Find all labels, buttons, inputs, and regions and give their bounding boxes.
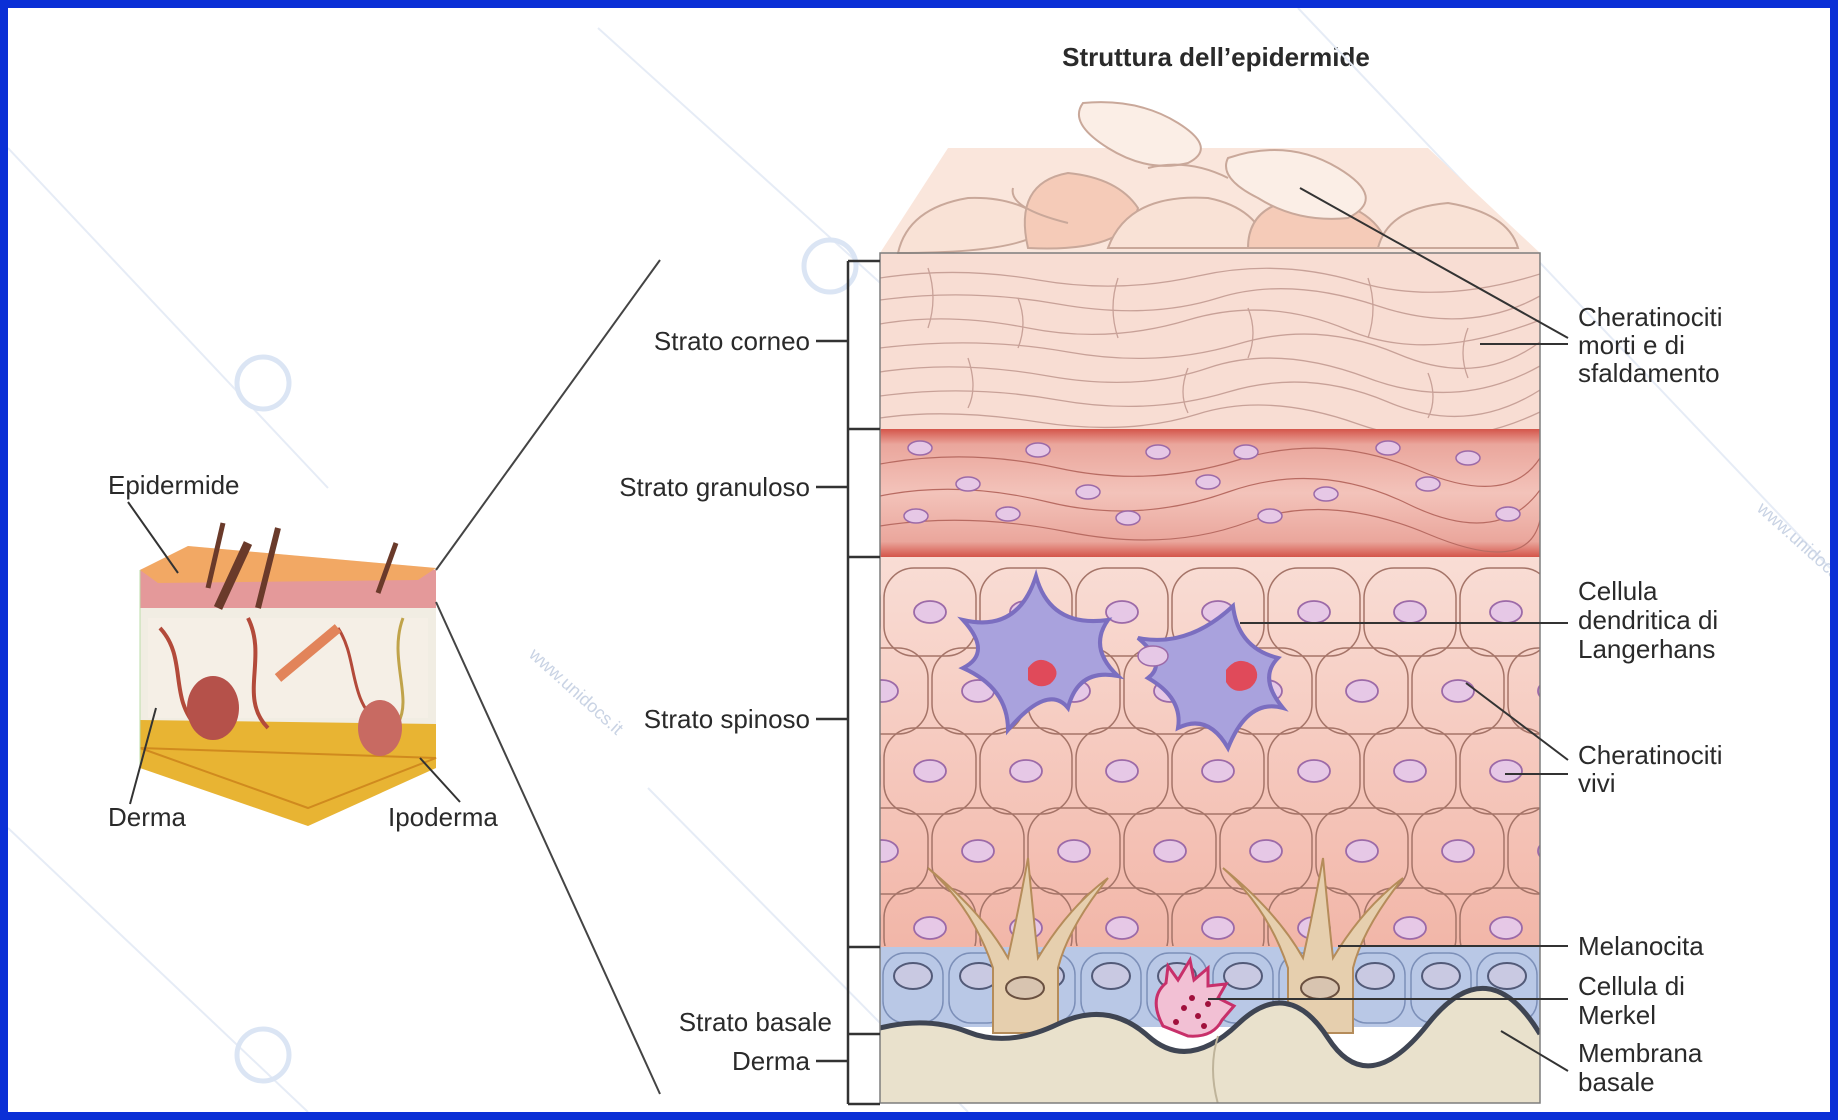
watermark-text: www.unidocs.it: [525, 643, 628, 738]
layer-corneo: [880, 253, 1540, 429]
callout-langerhans: Cellula dendritica di Langerhans: [1578, 576, 1725, 664]
callout-membrana-basale: Membrana basale: [1578, 1038, 1710, 1097]
leader-epidermide: [128, 502, 178, 573]
epidermis-column: [788, 253, 1600, 1108]
label-strato-granuloso: Strato granuloso: [619, 472, 810, 502]
watermark-text-2: www.unidocs.it: [1753, 497, 1830, 592]
callout-melanocita: Melanocita: [1578, 931, 1704, 961]
callout-cheratinociti-morti: Cheratinociti morti e di sfaldamento: [1578, 302, 1730, 388]
layer-granuloso: [880, 429, 1540, 557]
label-ipoderma: Ipoderma: [388, 802, 498, 832]
callout-merkel: Cellula di Merkel: [1578, 971, 1692, 1030]
layer-bracket: [816, 261, 880, 1104]
label-derma-layer: Derma: [732, 1046, 811, 1076]
epidermis-diagram: Struttura dell’epidermide www.unidocs.it…: [8, 8, 1830, 1112]
label-derma-block: Derma: [108, 802, 187, 832]
dead-keratinocyte-cap: [880, 102, 1540, 253]
label-strato-basale: Strato basale: [679, 1007, 832, 1037]
leader-ipoderma: [420, 758, 460, 802]
diagram-title: Struttura dell’epidermide: [1062, 42, 1370, 72]
label-strato-corneo: Strato corneo: [654, 326, 810, 356]
callout-cheratinociti-vivi: Cheratinociti vivi: [1578, 740, 1730, 798]
zoom-line-top: [436, 260, 660, 570]
skin-block-icon: [140, 523, 436, 826]
label-strato-spinoso: Strato spinoso: [644, 704, 810, 734]
label-epidermide: Epidermide: [108, 470, 240, 500]
